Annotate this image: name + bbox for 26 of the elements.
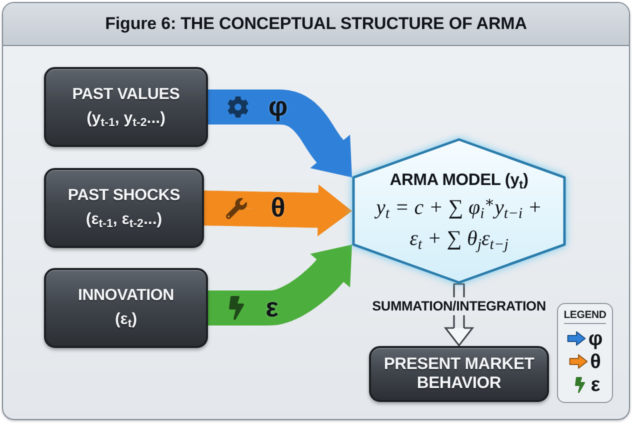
model-title: ARMA MODEL (y$_{t}$) xyxy=(390,170,528,190)
box-title: PAST SHOCKS xyxy=(68,186,180,206)
box-title: PAST VALUES xyxy=(72,86,180,105)
legend-label: φ xyxy=(588,328,603,348)
arrow xyxy=(203,184,352,236)
edge-label: ε xyxy=(266,294,278,322)
input-box xyxy=(44,67,208,147)
edge-label: φ xyxy=(268,94,288,120)
model-hexagon xyxy=(352,138,566,284)
arrow xyxy=(208,244,352,326)
box-subtitle: (y$_{t-1}$, y$_{t-2}$...) xyxy=(86,108,166,128)
output-box xyxy=(369,346,549,402)
input-box xyxy=(44,268,208,348)
legend-label: ε xyxy=(590,374,600,394)
box-subtitle: (ε$_{t-1}$, ε$_{t-2}$...) xyxy=(86,210,162,230)
box-title: INNOVATION xyxy=(78,286,174,306)
box-subtitle: (ε$_{t}$) xyxy=(114,310,138,330)
input-box xyxy=(44,168,204,248)
edge-label: θ xyxy=(270,194,286,222)
box-title: PRESENT MARKET BEHAVIOR xyxy=(382,354,536,394)
legend-heading: LEGEND xyxy=(564,309,606,324)
edge-label: SUMMATION/INTEGRATION xyxy=(370,297,548,315)
legend-label: θ xyxy=(590,352,601,372)
figure-title: Figure 6: THE CONCEPTUAL STRUCTURE OF ARMA xyxy=(105,14,527,34)
arrow xyxy=(208,90,352,178)
formula: y$_{t}$ = c + ∑ φ$_{i}$$^{∗}$y$_{t−i}$ + ε$_{t}$ + ∑ θ$_{j}$ε$_{t−j}$ xyxy=(375,194,543,254)
